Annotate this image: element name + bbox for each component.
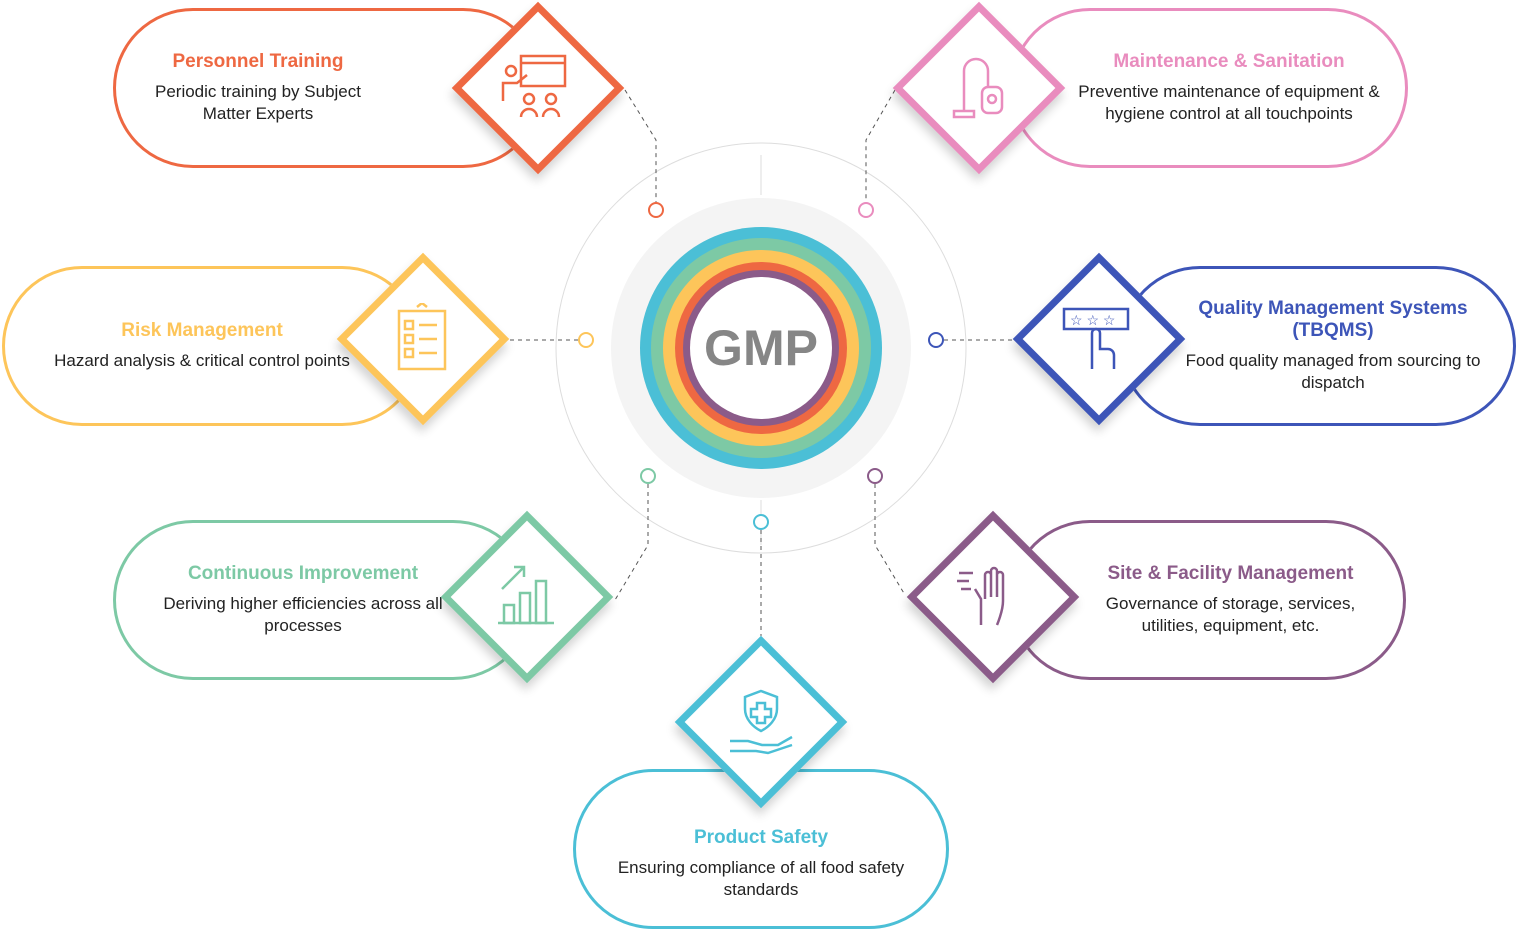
card-desc: Deriving higher efficiencies across all … bbox=[163, 594, 443, 635]
gmp-label: GMP bbox=[704, 320, 818, 376]
card-continuous-improvement: Continuous Improvement Deriving higher e… bbox=[113, 520, 533, 680]
card-title: Risk Management bbox=[121, 320, 283, 341]
card-desc: Hazard analysis & critical control point… bbox=[54, 351, 350, 370]
card-title: Personnel Training bbox=[172, 51, 344, 72]
svg-text:☆ ☆ ☆: ☆ ☆ ☆ bbox=[1070, 312, 1115, 328]
vacuum-cleaner-icon bbox=[952, 57, 1004, 119]
shield-hand-icon bbox=[730, 689, 793, 755]
connector-dot bbox=[928, 332, 944, 348]
card-quality-management: Quality Management Systems (TBQMS) Food … bbox=[1120, 266, 1516, 426]
card-title: Product Safety bbox=[693, 827, 829, 848]
trainer-icon bbox=[501, 54, 567, 118]
connector-dot bbox=[753, 514, 769, 530]
growth-chart-icon bbox=[498, 565, 554, 625]
connector-dot bbox=[648, 202, 664, 218]
gmp-center: GMP bbox=[690, 277, 832, 419]
checklist-clipboard-icon bbox=[397, 303, 447, 371]
cleaning-hand-icon bbox=[957, 566, 1005, 626]
card-title: Continuous Improvement bbox=[187, 563, 419, 584]
star-rating-hand-icon: ☆ ☆ ☆ bbox=[1062, 307, 1130, 369]
card-maintenance-sanitation: Maintenance & Sanitation Preventive main… bbox=[1010, 8, 1408, 168]
card-title: Site & Facility Management bbox=[1107, 563, 1354, 584]
card-desc: Periodic training by Subject Matter Expe… bbox=[154, 82, 361, 123]
card-desc: Preventive maintenance of equipment & hy… bbox=[1078, 82, 1380, 123]
connector-dot bbox=[578, 332, 594, 348]
card-desc: Governance of storage, services, utiliti… bbox=[1105, 594, 1356, 635]
card-desc: Ensuring compliance of all food safety s… bbox=[617, 858, 905, 899]
card-title: Quality Management Systems (TBQMS) bbox=[1198, 298, 1468, 341]
connector-dot bbox=[858, 202, 874, 218]
card-title: Maintenance & Sanitation bbox=[1113, 51, 1345, 72]
connector-dot bbox=[640, 468, 656, 484]
card-desc: Food quality managed from sourcing to di… bbox=[1185, 351, 1481, 392]
connector-dot bbox=[867, 468, 883, 484]
